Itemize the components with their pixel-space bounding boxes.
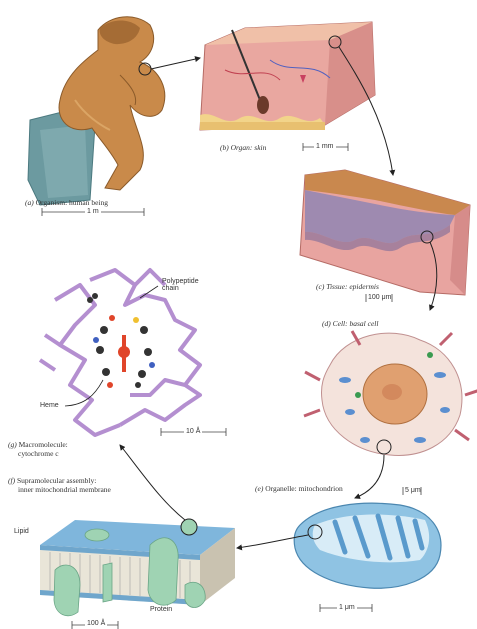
caption-macromolecule: (g) Macromolecule: cytochrome c	[8, 440, 68, 458]
caption-c-label: (c)	[316, 282, 324, 291]
scale-skin: 1 mm	[314, 143, 336, 150]
scale-membrane: 100 Å	[85, 620, 107, 627]
mitochondrion	[294, 503, 441, 588]
caption-g-text-1: Macromolecule:	[19, 440, 68, 449]
scale-cell: 5 μm	[405, 487, 421, 494]
basal-cell	[304, 331, 477, 455]
protein-label: Protein	[150, 606, 172, 613]
caption-d-text: Cell: basal cell	[333, 319, 379, 328]
heme-label: Heme	[40, 402, 59, 409]
skin-block	[200, 22, 375, 130]
caption-f-label: (f)	[8, 476, 15, 485]
heme-group	[87, 293, 155, 388]
caption-b-text: Organ: skin	[231, 143, 267, 152]
caption-a-text: Organism: human being	[36, 198, 108, 207]
caption-organism: (a) Organism: human being	[25, 198, 108, 207]
caption-organelle: (e) Organelle: mitochondrion	[255, 484, 343, 493]
scale-mitochondrion: 1 μm	[337, 604, 357, 611]
caption-tissue: (c) Tissue: epidermis	[316, 282, 379, 291]
thinker-statue	[28, 17, 165, 205]
caption-organ: (b) Organ: skin	[220, 143, 266, 152]
caption-c-text: Tissue: epidermis	[326, 282, 379, 291]
scale-organism: 1 m	[85, 208, 101, 215]
caption-b-label: (b)	[220, 143, 229, 152]
polypeptide-label: Polypeptide chain	[162, 278, 199, 292]
caption-d-label: (d)	[322, 319, 331, 328]
caption-f-text-2: inner mitochondrial membrane	[8, 485, 111, 494]
scale-epidermis: 100 μm	[368, 294, 392, 301]
epidermis-block	[300, 170, 470, 295]
scale-cytochrome: 10 Å	[184, 428, 202, 435]
membrane-assembly	[40, 519, 235, 616]
caption-e-text: Organelle: mitochondrion	[265, 484, 343, 493]
caption-g-label: (g)	[8, 440, 17, 449]
caption-supramolecular: (f) Supramolecular assembly: inner mitoc…	[8, 476, 111, 494]
caption-cell: (d) Cell: basal cell	[322, 319, 378, 328]
lipid-label: Lipid	[14, 528, 29, 535]
polypeptide-label-line-1: Polypeptide	[162, 278, 199, 285]
caption-g-text-2: cytochrome c	[8, 449, 59, 458]
caption-a-label: (a)	[25, 198, 34, 207]
caption-f-text-1: Supramolecular assembly:	[17, 476, 96, 485]
polypeptide-label-line-2: chain	[162, 285, 179, 292]
caption-e-label: (e)	[255, 484, 263, 493]
